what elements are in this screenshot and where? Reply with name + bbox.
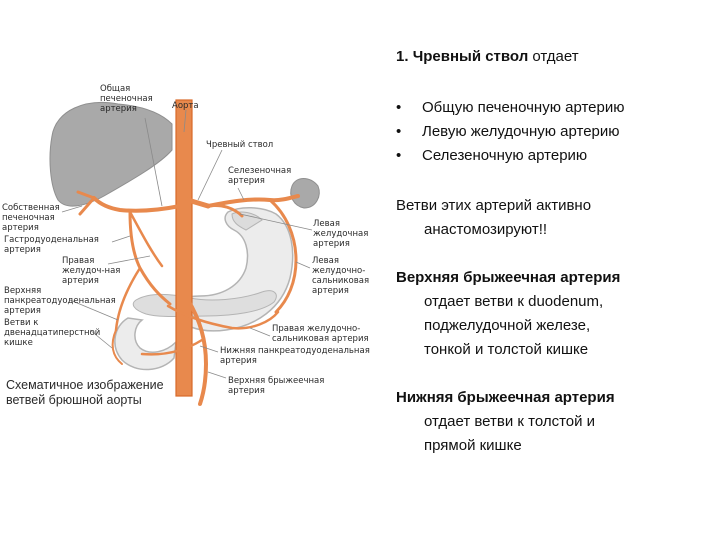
liver (49, 102, 173, 207)
leader-right-gastric (107, 255, 151, 265)
leader-aorta (183, 109, 187, 133)
leader-inf-pancreaticoduodenal (199, 345, 219, 353)
bullet-icon: • (396, 99, 402, 116)
pancreaticoduodenal-inf-vessel (140, 338, 204, 356)
bullet-icon: • (396, 123, 402, 140)
leader-left-gastric (239, 213, 313, 231)
hepatic-branch-lower (78, 196, 96, 216)
anastomosis-paragraph: Ветви этих артерий активно анастомозирую… (396, 194, 591, 242)
list-item: • Селезеночную артерию (396, 144, 625, 168)
inferior-mesenteric-paragraph: Нижняя брыжеечная артерия отдает ветви к… (396, 386, 615, 458)
anastomosis-line-2: анастомозируют!! (424, 221, 548, 238)
leader-right-gastroepiploic (249, 327, 271, 337)
leader-proper-hepatic (61, 205, 83, 213)
label-inf-pancreaticoduodenal-artery: Нижняя панкреатодуоденальная артерия (220, 346, 370, 366)
diagram-caption: Схематичное изображение ветвей брюшной а… (6, 378, 164, 407)
aorta-trunk (175, 99, 193, 397)
label-superior-mesenteric-artery: Верхняя брыжеечная артерия (228, 376, 325, 396)
bullet-text: Общую печеночную артерию (422, 99, 625, 116)
anastomosis-line-1: Ветви этих артерий активно (396, 197, 592, 214)
superior-mesenteric-line-2: поджелудочной железе, (424, 317, 591, 334)
item-number: 1. (396, 48, 409, 65)
label-celiac-trunk: Чревный ствол (206, 140, 274, 150)
list-item: • Левую желудочную артерию (396, 120, 625, 144)
leader-sup-mesenteric (207, 371, 227, 379)
spleen (290, 178, 320, 209)
bullet-text: Левую желудочную артерию (422, 123, 620, 140)
abdominal-aorta-diagram: Общая печеночная артерия Аорта Чревный с… (0, 0, 400, 420)
duodenum (114, 317, 178, 371)
diagram-svg (49, 99, 320, 406)
superior-mesenteric-paragraph: Верхняя брыжеечная артерия отдает ветви … (396, 266, 620, 362)
inferior-mesenteric-line-2: прямой кишке (424, 437, 522, 454)
inferior-mesenteric-title: Нижняя брыжеечная артерия (396, 389, 615, 406)
celiac-trunk-heading-rest: отдает (528, 48, 579, 65)
gastroduodenal-vessel (128, 210, 172, 306)
superior-mesenteric-line-1: отдает ветви к duodenum, (424, 293, 604, 310)
left-gastroepiploic-vessel (268, 198, 298, 314)
leader-gastroduodenal (111, 235, 131, 243)
pancreaticoduodenal-sup-vessel (114, 266, 142, 332)
celiac-trunk-vessel (185, 197, 211, 209)
label-branches-to-duodenum: Ветви к двенадцатиперстной кишке (4, 318, 101, 348)
right-gastroepiploic-vessel (166, 304, 280, 330)
leader-celiac-trunk (197, 149, 223, 201)
label-left-gastric-artery: Левая желудочная артерия (313, 219, 369, 249)
label-left-gastroepiploic-artery: Левая желудочно- сальниковая артерия (312, 256, 370, 296)
superior-mesenteric-line-3: тонкой и толстой кишке (424, 341, 589, 358)
celiac-trunk-title: Чревный ствол (412, 48, 529, 65)
leader-common-hepatic (144, 117, 163, 207)
label-right-gastric-artery: Правая желудоч-ная артерия (62, 256, 121, 286)
celiac-branches-list: • Общую печеночную артерию • Левую желудоч… (396, 96, 625, 168)
label-sup-pancreaticoduodenal-artery: Верхняя панкреатодуоденальная артерия (4, 286, 116, 316)
label-common-hepatic-artery: Общая печеночная артерия (100, 84, 153, 114)
hepatic-branch-upper (76, 190, 96, 200)
label-right-gastroepiploic-artery: Правая желудочно- сальниковая артерия (272, 324, 369, 344)
sma-vessel (186, 298, 208, 406)
stomach-fundus (231, 211, 263, 231)
list-item: • Общую печеночную артерию (396, 96, 625, 120)
label-proper-hepatic-artery: Собственная печеночная артерия (2, 203, 60, 233)
left-gastric-vessel (206, 204, 244, 218)
celiac-trunk-heading: 1. Чревный ствол отдает (396, 48, 579, 65)
label-splenic-artery: Селезеночная артерия (228, 166, 292, 186)
bullet-icon: • (396, 147, 402, 164)
bullet-text: Селезеночную артерию (422, 147, 588, 164)
leader-to-duodenum (89, 329, 113, 349)
leader-splenic (237, 187, 245, 201)
common-hepatic-vessel (92, 196, 182, 213)
duodenal-branch-vessel (111, 329, 123, 365)
leader-left-gastroepiploic (295, 261, 311, 269)
right-gastric-vessel (128, 210, 164, 268)
inferior-mesenteric-line-1: отдает ветви к толстой и (424, 413, 596, 430)
leader-sup-pancreaticoduodenal (69, 299, 119, 321)
superior-mesenteric-title: Верхняя брыжеечная артерия (396, 269, 621, 286)
label-aorta: Аорта (172, 101, 199, 111)
label-gastroduodenal-artery: Гастродуоденальная артерия (4, 235, 99, 255)
